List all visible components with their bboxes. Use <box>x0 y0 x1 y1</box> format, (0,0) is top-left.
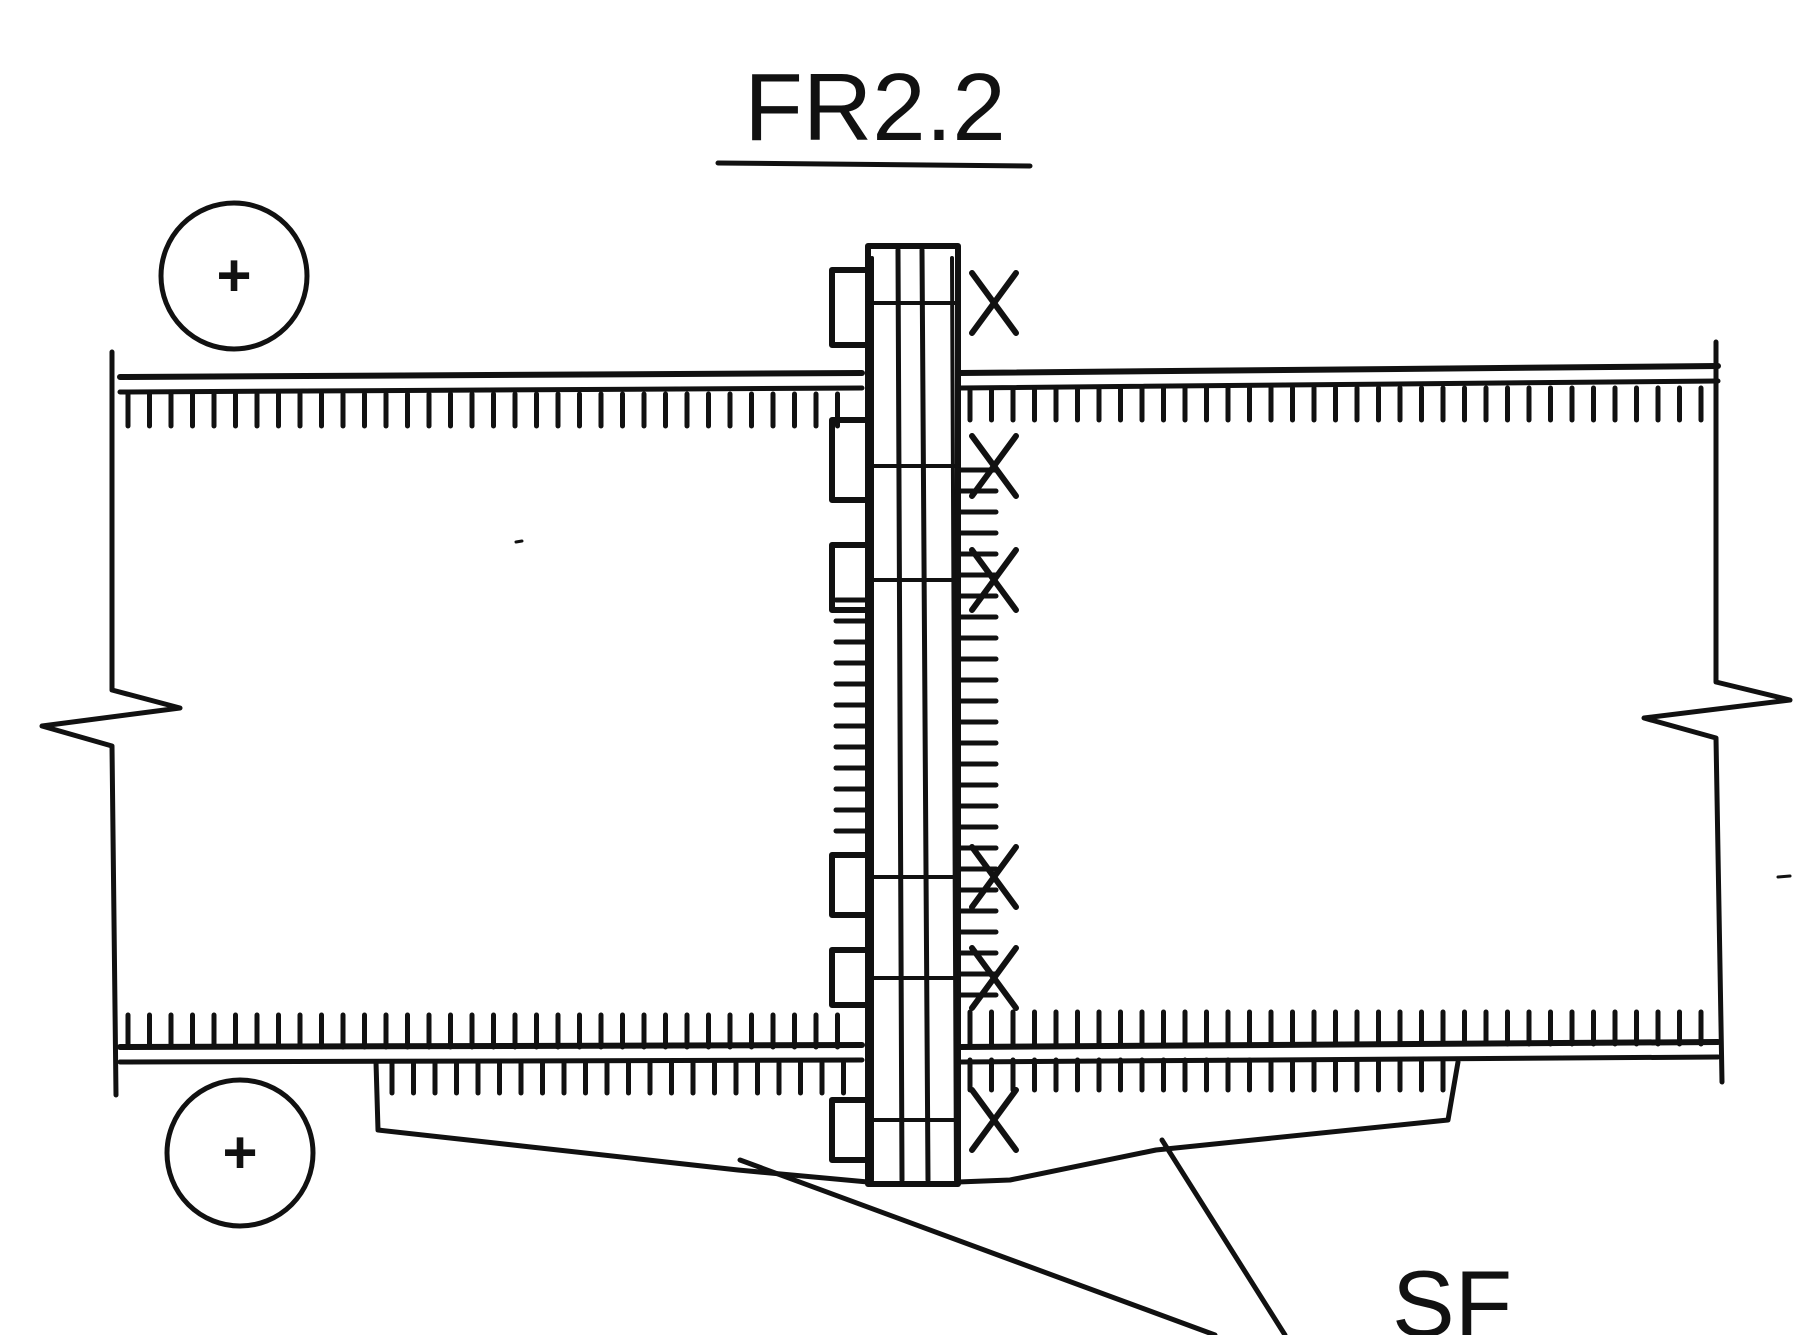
fillet-weld-symbol <box>829 417 869 503</box>
x-mark <box>969 945 1019 1011</box>
marker-bottom-left: + <box>164 1077 316 1229</box>
marker-bottom-left-symbol: + <box>222 1119 257 1186</box>
x-mark-bolt-symbol-icon <box>969 270 1019 1153</box>
weld-hatch-right-bottom-under <box>967 1057 1446 1093</box>
fillet-weld-symbol <box>829 542 869 613</box>
right-beam <box>957 339 1793 1085</box>
weld-hatch-plate-left <box>833 597 871 834</box>
left-beam <box>39 349 865 1098</box>
weld-hatch-left-bottom-under <box>389 1060 846 1096</box>
left-break-line-icon <box>39 349 183 1098</box>
title-underline <box>715 160 1033 169</box>
weld-hatch-plate-right <box>957 467 999 998</box>
fillet-weld-symbol <box>829 267 869 348</box>
marker-top-left: + <box>158 200 310 352</box>
callout-label: SF <box>1392 1251 1512 1335</box>
x-mark <box>969 433 1019 499</box>
fillet-weld-symbol <box>829 947 869 1008</box>
right-break-line-icon <box>1641 339 1793 1085</box>
weld-hatch-left-top <box>125 391 840 429</box>
weld-hatch-left-bottom <box>125 1012 840 1050</box>
x-mark <box>969 1087 1019 1153</box>
bottom-splice-plate <box>373 1059 1461 1185</box>
x-mark <box>969 547 1019 613</box>
fillet-weld-symbol-icon <box>829 267 869 1163</box>
weld-hatch-right-top <box>967 385 1704 423</box>
fillet-weld-symbol <box>829 1097 869 1163</box>
center-plate <box>865 243 961 1187</box>
marker-top-left-symbol: + <box>216 242 251 309</box>
x-mark <box>969 270 1019 336</box>
callout-leaders <box>737 1137 1288 1335</box>
drawing-title: FR2.2 <box>744 54 1005 161</box>
weld-hatch-right-bottom <box>967 1009 1704 1047</box>
x-mark <box>969 844 1019 910</box>
fillet-weld-symbol <box>829 852 869 918</box>
